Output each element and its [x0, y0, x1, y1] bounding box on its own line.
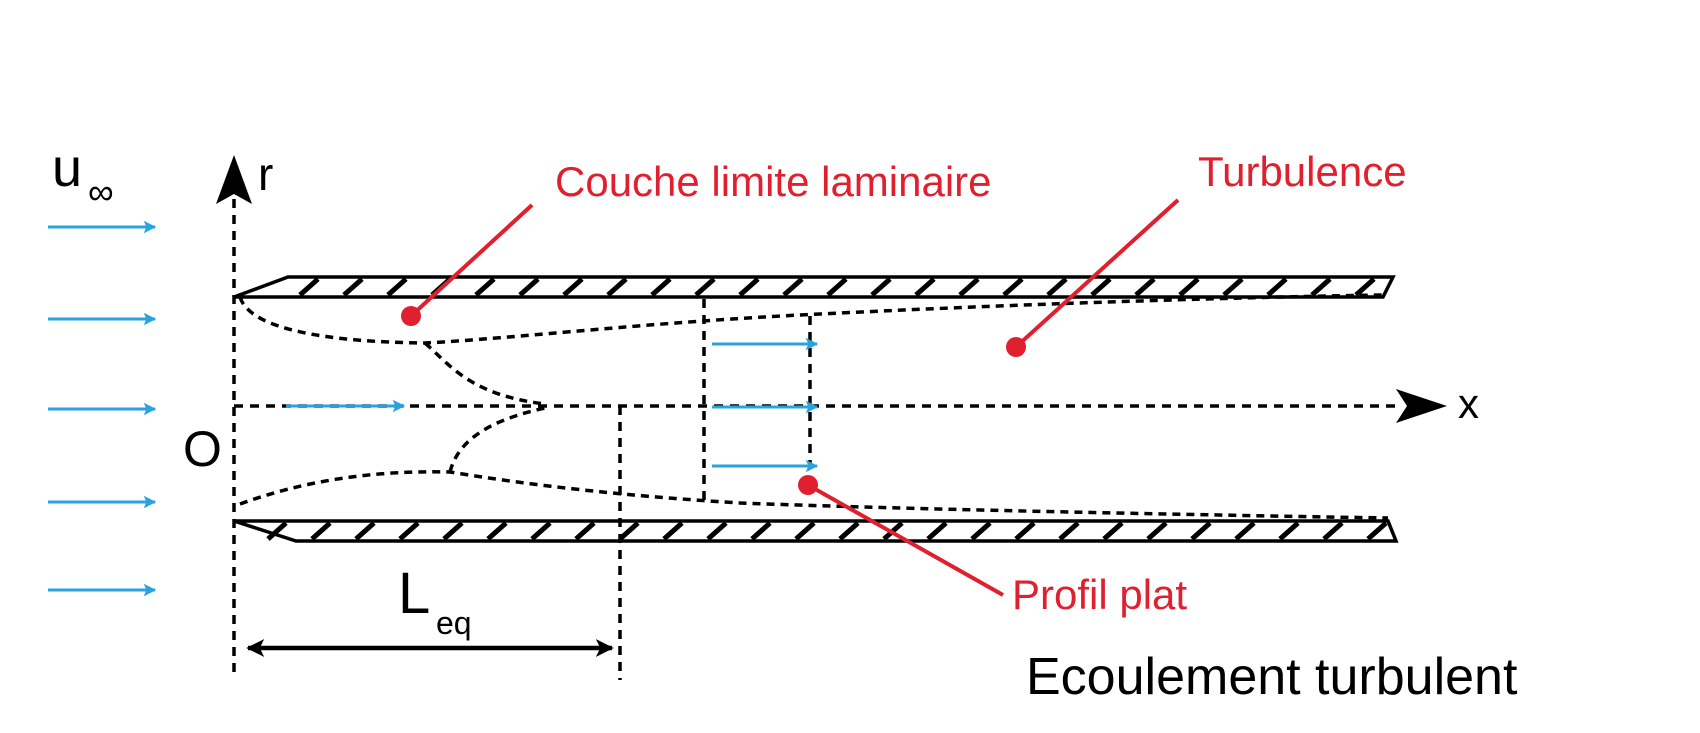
x-axis-label: x [1458, 380, 1479, 427]
upper-boundary-layer [238, 293, 1384, 345]
u-infinity-subscript: ∞ [88, 171, 114, 212]
interior-flow-arrows [286, 337, 819, 473]
profil-plat-label: Profil plat [1012, 571, 1187, 618]
profil-plat-dot-icon [798, 475, 818, 495]
reference-lines [618, 299, 812, 680]
r-axis-label: r [258, 148, 273, 200]
inlet-flow-arrows [48, 220, 157, 597]
diagram-labels: u ∞ r x O L eq Couche limite laminaire T… [52, 138, 1518, 706]
profil-plat-leader [807, 483, 1004, 597]
boundary-layer-curves [238, 293, 1389, 520]
turbulence-label: Turbulence [1198, 148, 1407, 195]
diagram-title: Ecoulement turbulent [1026, 648, 1518, 706]
x-axis-arrowhead-icon [1396, 389, 1447, 423]
leq-subscript: eq [436, 605, 472, 641]
r-axis-arrowhead-icon [216, 155, 252, 204]
callouts [401, 198, 1180, 597]
turbulence-dot-icon [1006, 337, 1026, 357]
upper-core-merge [423, 341, 546, 406]
u-infinity-label: u [52, 138, 82, 198]
couche-limite-label: Couche limite laminaire [555, 158, 992, 205]
lower-core-merge [448, 406, 546, 473]
turbulence-leader [1014, 198, 1180, 349]
lower-pipe-wall [233, 519, 1399, 543]
upper-pipe-wall [233, 275, 1396, 299]
leq-label: L [398, 561, 430, 626]
lower-boundary-layer [239, 470, 1389, 520]
couche-limite-dot-icon [401, 306, 421, 326]
couche-limite-leader [409, 203, 534, 318]
origin-label: O [183, 421, 222, 477]
